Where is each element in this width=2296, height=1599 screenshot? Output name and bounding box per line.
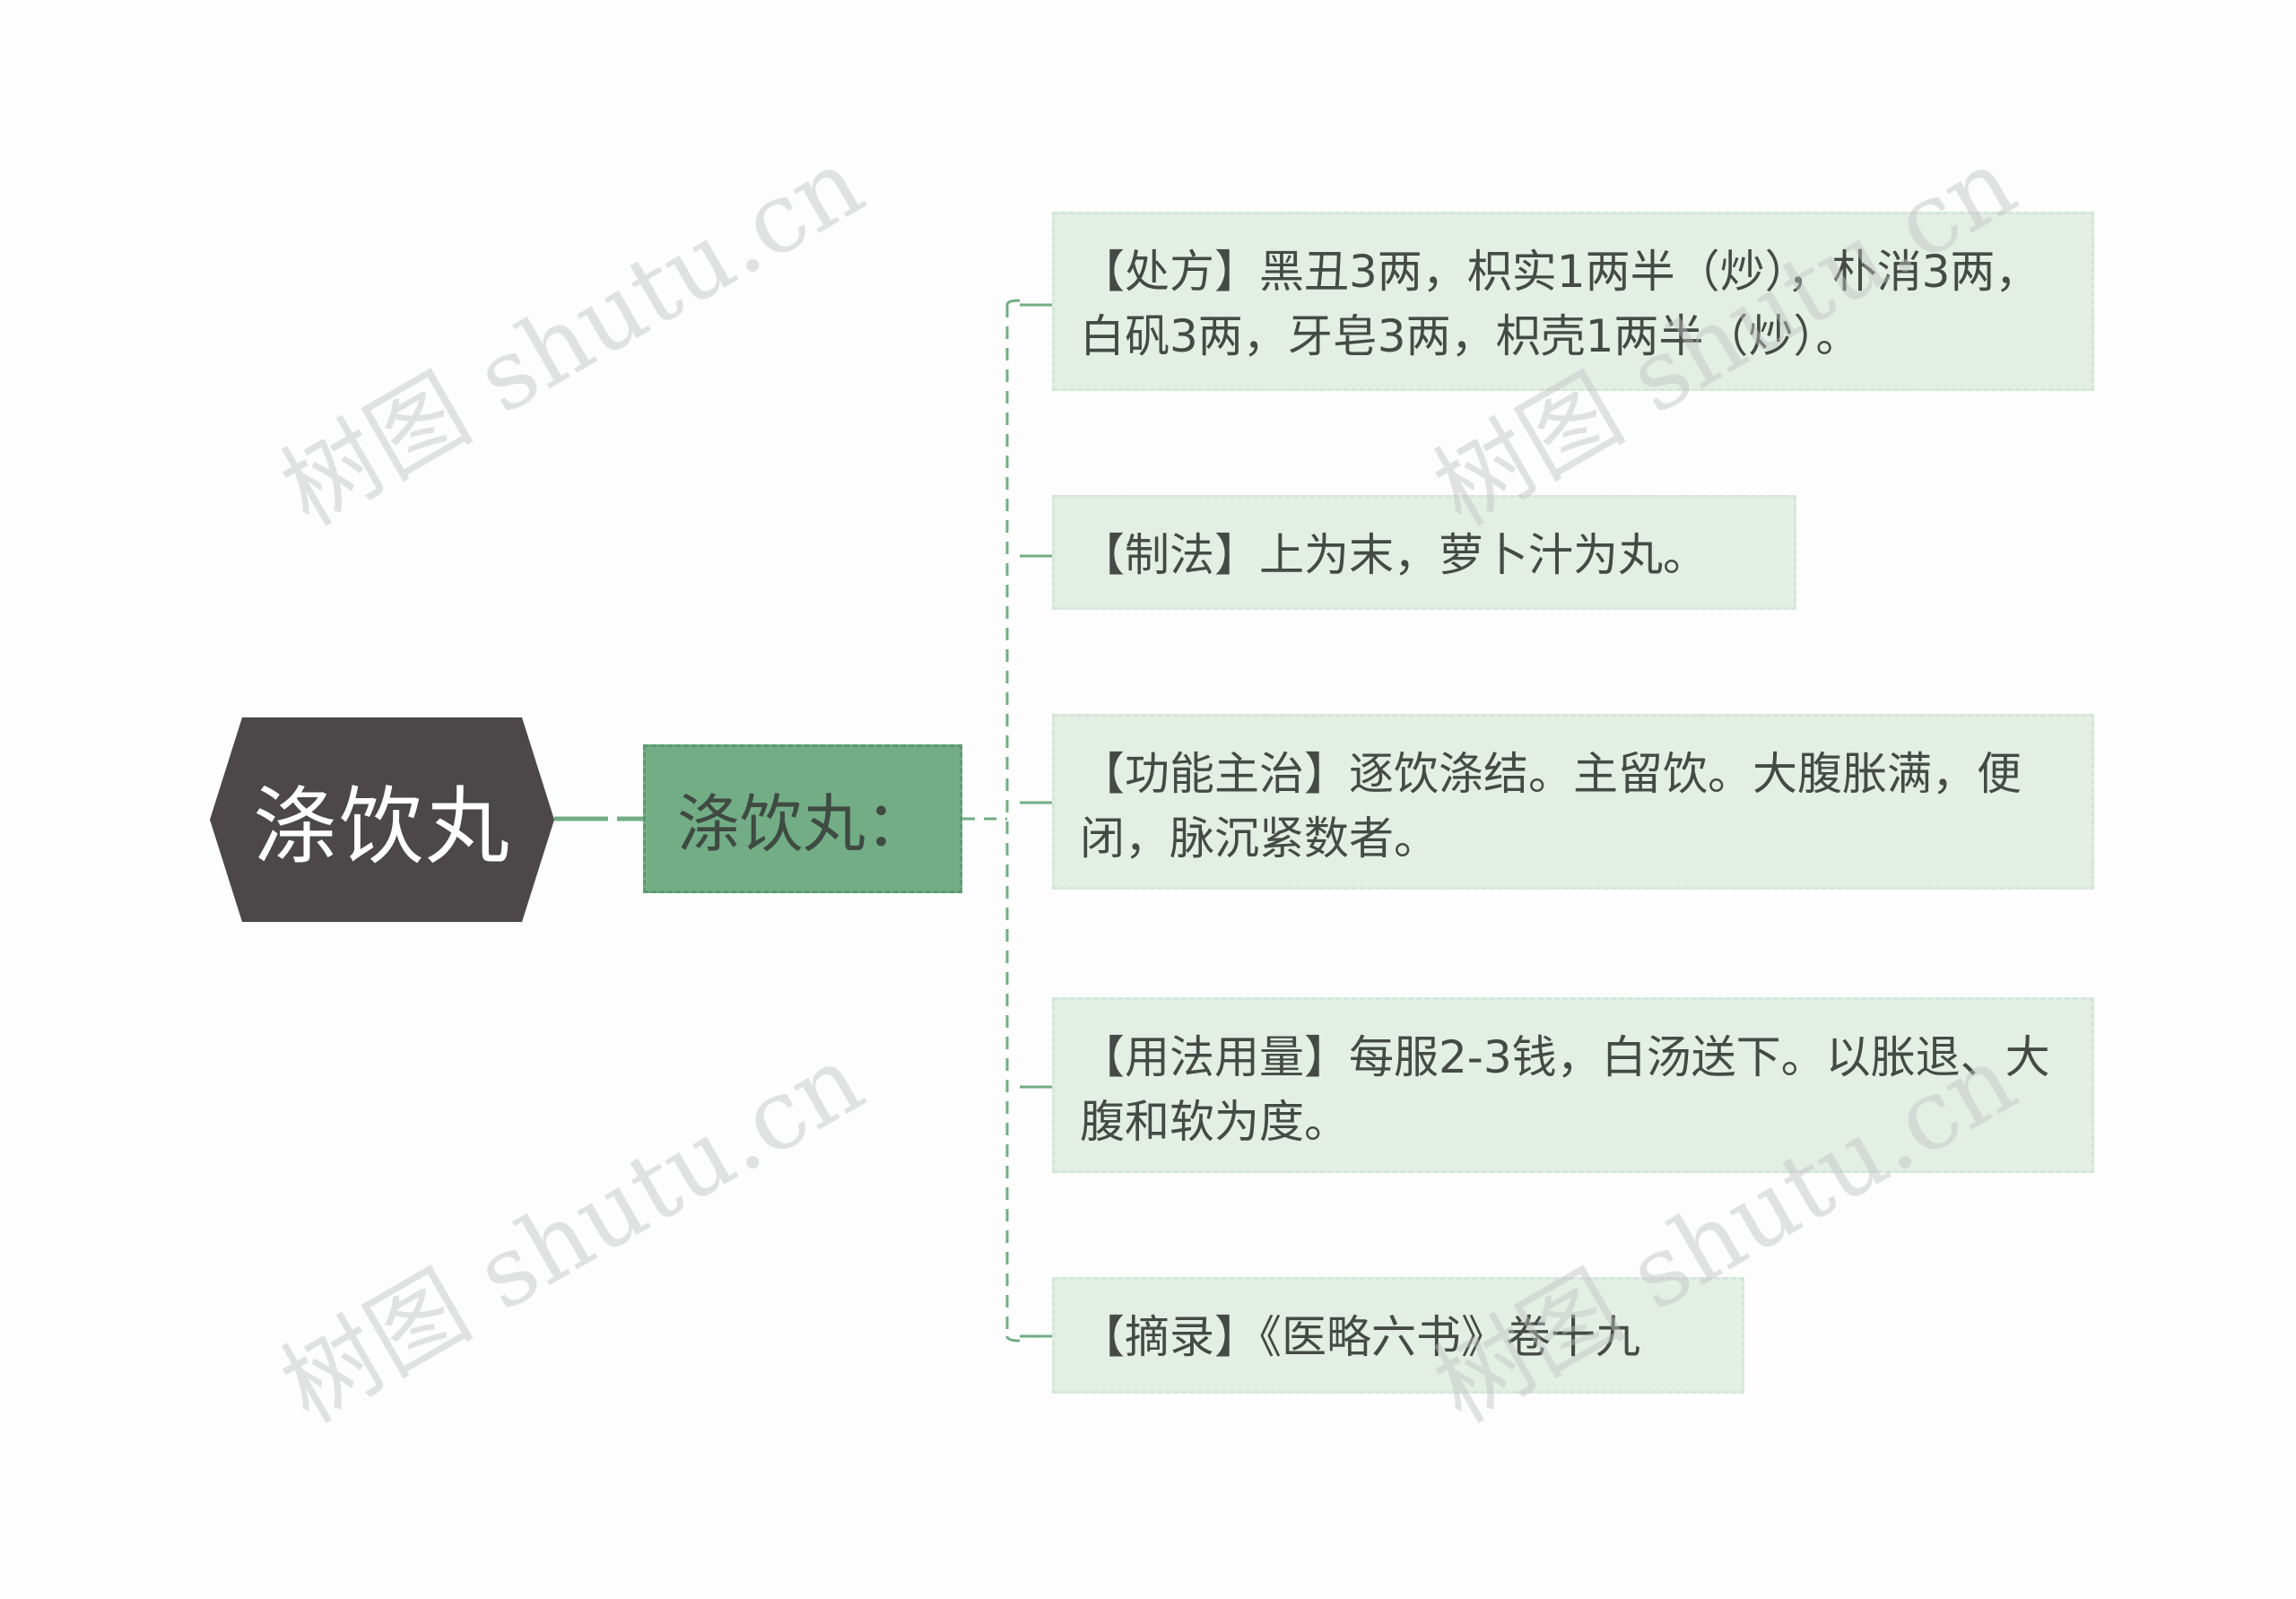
leaf-text: 【用法用量】每服2-3钱，白汤送下。以胀退、大腹和软为度。 — [1080, 1031, 2050, 1148]
leaf-text: 【制法】上为末，萝卜汁为丸。 — [1080, 529, 1708, 581]
root-hexagon-shape — [210, 717, 554, 922]
subtopic-node[interactable]: 涤饮丸： — [643, 744, 962, 893]
leaf-text: 【功能主治】逐饮涤结。主留饮。大腹胀满，便闭，脉沉紧数者。 — [1080, 748, 2022, 865]
leaf-text: 【摘录】《医略六书》卷十九 — [1080, 1311, 1640, 1363]
subtopic-label: 涤饮丸： — [677, 786, 928, 861]
trunk-cap-top — [1005, 299, 1021, 306]
trunk-cap-bottom — [1005, 1335, 1021, 1343]
leaf-text: 【处方】黑丑3两，枳实1两半（炒），朴消3两，白矾3两，牙皂3两，枳壳1两半（炒… — [1080, 246, 2040, 362]
leaf-node-source[interactable]: 【摘录】《医略六书》卷十九 — [1052, 1277, 1744, 1394]
root-topic[interactable]: 涤饮丸 — [210, 717, 554, 922]
root-topic-label: 涤饮丸 — [252, 778, 511, 876]
leaf-node-prescription[interactable]: 【处方】黑丑3两，枳实1两半（炒），朴消3两，白矾3两，牙皂3两，枳壳1两半（炒… — [1052, 212, 2094, 391]
leaf-node-indications[interactable]: 【功能主治】逐饮涤结。主留饮。大腹胀满，便闭，脉沉紧数者。 — [1052, 714, 2094, 890]
leaf-node-dosage[interactable]: 【用法用量】每服2-3钱，白汤送下。以胀退、大腹和软为度。 — [1052, 997, 2094, 1173]
leaf-node-preparation[interactable]: 【制法】上为末，萝卜汁为丸。 — [1052, 495, 1796, 610]
